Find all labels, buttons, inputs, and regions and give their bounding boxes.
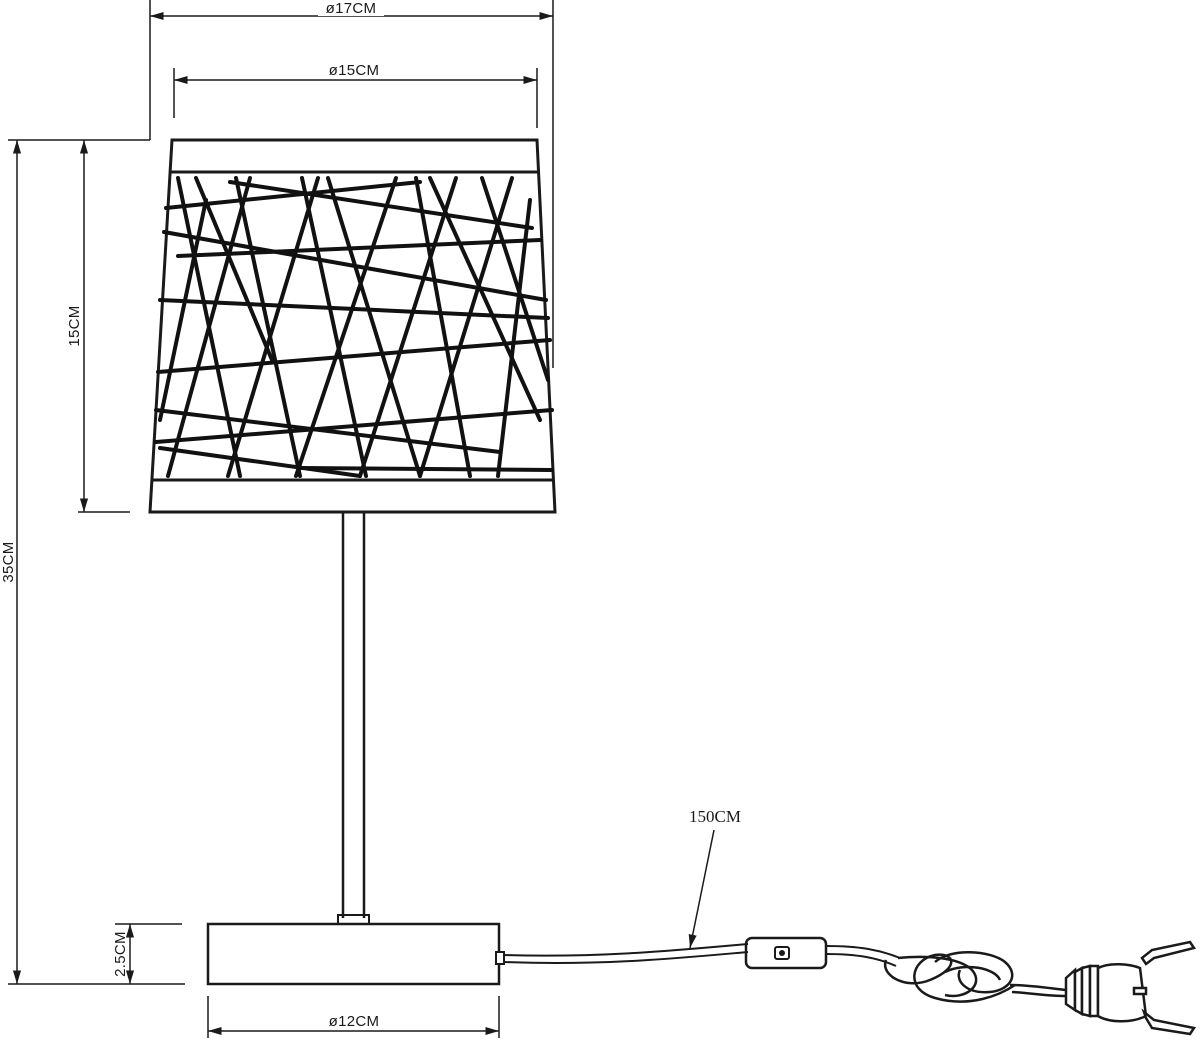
cable-length-callout: 150CM — [688, 807, 741, 949]
lamp-stem — [337, 512, 370, 924]
lamp-base — [206, 922, 505, 986]
shade-height-label: 15CM — [66, 305, 83, 346]
lamp-shade — [148, 138, 557, 514]
shade-height-dimension: 15CM — [66, 139, 150, 513]
base-diameter-label: ø12CM — [329, 1013, 380, 1030]
total-height-label: 35CM — [0, 541, 17, 582]
base-diameter-dimension: ø12CM — [207, 996, 500, 1038]
outer-diameter-dimension: ø17CM — [149, 0, 554, 368]
inner-diameter-dimension: ø15CM — [173, 62, 538, 128]
inline-switch — [744, 936, 828, 970]
cable-coil — [883, 951, 1067, 1003]
cable-length-label: 150CM — [689, 807, 741, 826]
power-plug — [1064, 940, 1197, 1036]
inner-diameter-label: ø15CM — [329, 62, 380, 79]
shade-lattice — [154, 176, 554, 478]
total-height-dimension: 35CM — [0, 139, 185, 985]
outer-diameter-label: ø17CM — [326, 0, 377, 17]
base-height-label: 2.5CM — [112, 931, 129, 977]
base-height-dimension: 2.5CM — [112, 923, 182, 984]
power-cord — [503, 936, 1197, 1036]
